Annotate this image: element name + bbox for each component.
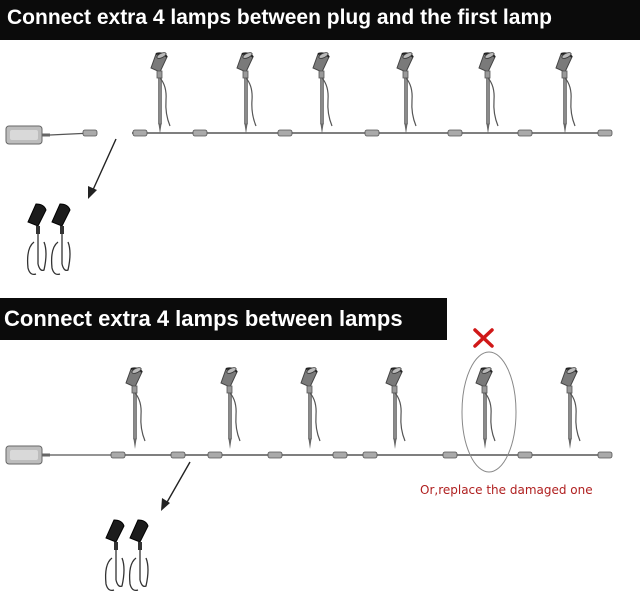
lamp-icon <box>396 50 417 135</box>
lamp-icon <box>560 365 581 450</box>
lamp-icon <box>478 50 499 135</box>
lamp-icon <box>312 50 333 135</box>
lamp-icon <box>125 365 146 450</box>
diagonal-arrow-icon <box>88 138 117 199</box>
lamp-icon <box>475 365 496 450</box>
lamp-icon <box>150 50 171 135</box>
red-x-icon <box>473 328 494 348</box>
lamp-icon <box>385 365 406 450</box>
lamp-icon <box>236 50 257 135</box>
bottom-chain <box>4 328 613 592</box>
replace-note: Or,replace the damaged one <box>420 483 593 497</box>
extra-lamps-icon <box>26 203 71 276</box>
lamp-icon <box>220 365 241 450</box>
top-section-header: Connect extra 4 lamps between plug and t… <box>0 0 640 40</box>
lamp-icon <box>555 50 576 135</box>
extra-lamps-icon <box>104 519 149 592</box>
power-adapter-icon <box>4 124 52 146</box>
top-chain <box>4 50 613 276</box>
power-adapter-icon <box>4 444 52 466</box>
lamp-icon <box>300 365 321 450</box>
highlight-circle <box>461 351 517 473</box>
diagonal-arrow-icon <box>161 461 191 511</box>
bottom-section-header: Connect extra 4 lamps between lamps <box>0 298 447 340</box>
